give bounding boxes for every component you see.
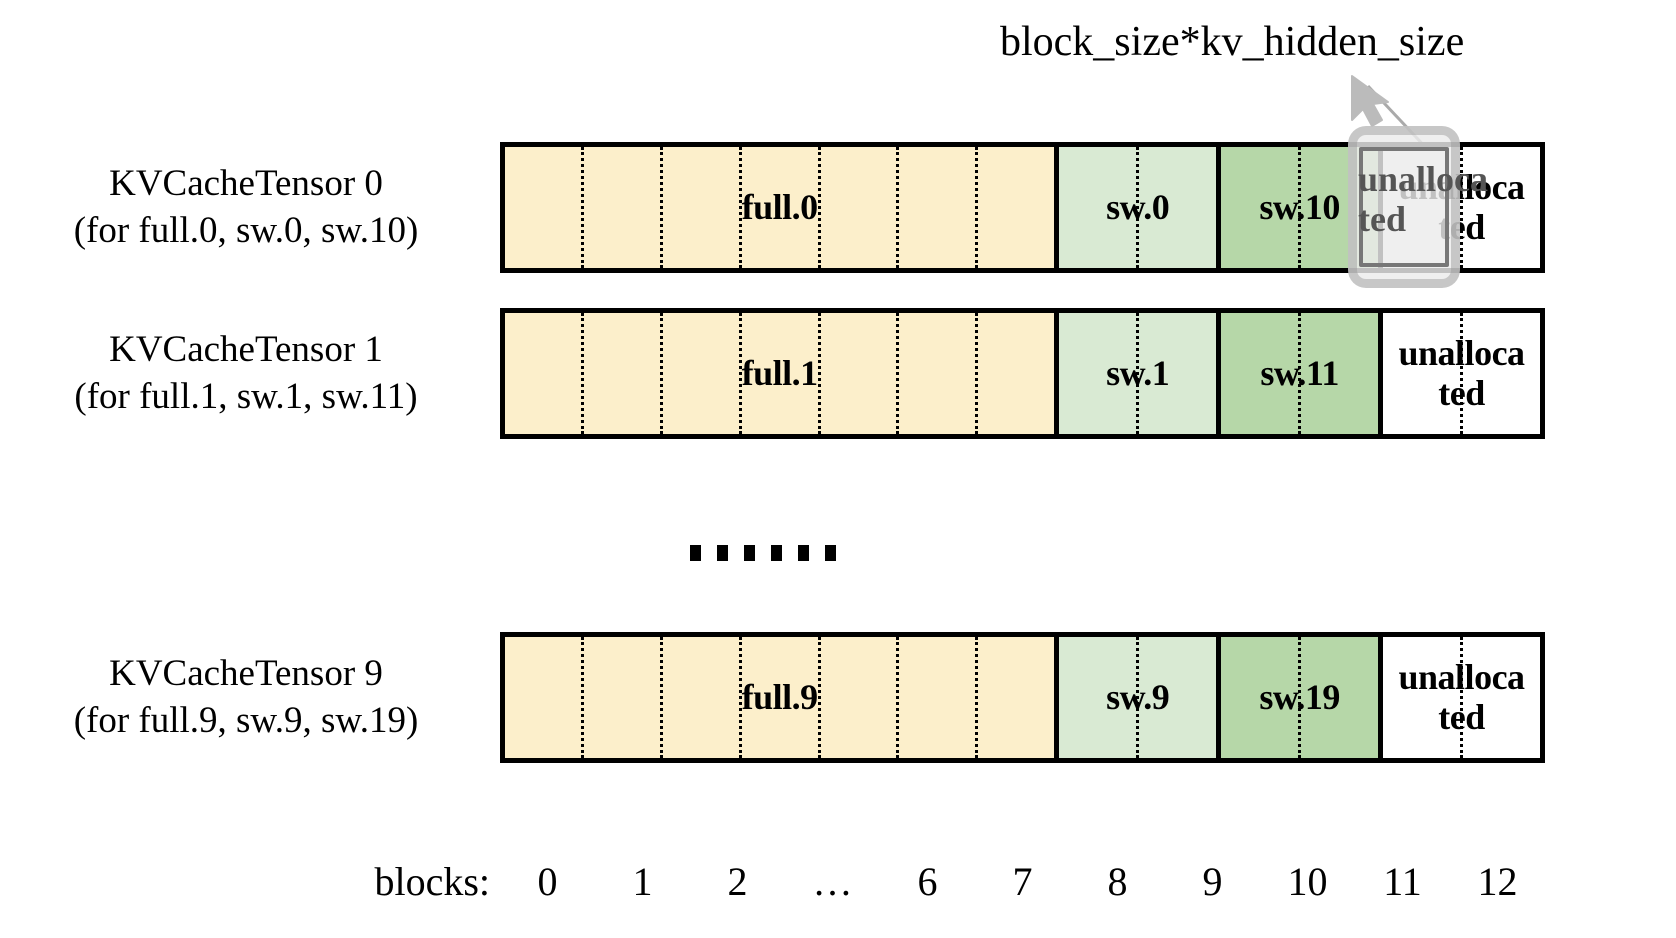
row-label-kvcachetensor-9: KVCacheTensor 9 (for full.9, sw.9, sw.19…	[0, 650, 492, 745]
segment-label: sw.10	[1259, 186, 1340, 227]
row-label-line1: KVCacheTensor 0	[109, 163, 383, 204]
segment-label: sw.11	[1260, 352, 1339, 393]
blocks-axis: blocks: 0 1 2 … 6 7 8 9 10 11 12	[0, 858, 1676, 920]
row-label-line2: (for full.9, sw.9, sw.19)	[73, 700, 419, 742]
axis-tick-list: 0 1 2 … 6 7 8 9 10 11 12	[500, 858, 1545, 905]
row-label-line2: (for full.0, sw.0, sw.10)	[73, 210, 419, 252]
segment-unallocated-1[interactable]: unalloca ted	[1383, 313, 1540, 434]
axis-tick: 0	[537, 859, 558, 904]
segment-unallocated-9[interactable]: unalloca ted	[1383, 637, 1540, 758]
row-label-line1: KVCacheTensor 9	[109, 653, 383, 694]
tensor-bar-9: full.9 sw.9 sw.19 unalloca ted	[500, 632, 1545, 763]
segment-label: full.1	[741, 352, 819, 393]
axis-tick: …	[812, 859, 853, 904]
axis-tick: 8	[1107, 859, 1128, 904]
segment-label: sw.9	[1106, 676, 1170, 717]
segment-label: unalloca ted	[1398, 332, 1526, 413]
axis-tick: 7	[1012, 859, 1033, 904]
ellipsis-dot	[825, 545, 836, 561]
axis-tick: 12	[1477, 859, 1518, 904]
segment-sw-9[interactable]: sw.9	[1059, 637, 1222, 758]
segment-sw-1[interactable]: sw.1	[1059, 313, 1222, 434]
segment-full-0[interactable]: full.0	[505, 147, 1060, 268]
axis-tick: 10	[1287, 859, 1328, 904]
ellipsis-dot	[744, 545, 755, 561]
row-label-line2: (for full.1, sw.1, sw.11)	[74, 376, 418, 418]
segment-full-9[interactable]: full.9	[505, 637, 1060, 758]
segment-label: sw.1	[1106, 352, 1170, 393]
axis-tick: 11	[1383, 859, 1422, 904]
row-label-kvcachetensor-1: KVCacheTensor 1 (for full.1, sw.1, sw.11…	[0, 326, 492, 421]
annotation-block-size-label: block_size*kv_hidden_size	[1000, 19, 1465, 65]
row-label-kvcachetensor-0: KVCacheTensor 0 (for full.0, sw.0, sw.10…	[0, 160, 492, 255]
tensor-bar-1: full.1 sw.1 sw.11 unalloca ted	[500, 308, 1545, 439]
segment-sw-11[interactable]: sw.11	[1221, 313, 1384, 434]
axis-title: blocks:	[374, 859, 490, 904]
row-label-line1: KVCacheTensor 1	[109, 329, 383, 370]
segment-label: full.0	[741, 186, 819, 227]
axis-tick: 9	[1202, 859, 1223, 904]
highlight-box-unallocated[interactable]	[1348, 126, 1460, 288]
segment-label: sw.0	[1106, 186, 1170, 227]
ellipsis-dot	[771, 545, 782, 561]
axis-tick: 1	[632, 859, 653, 904]
segment-label: full.9	[741, 676, 819, 717]
ellipsis-dot	[798, 545, 809, 561]
segment-label: sw.19	[1259, 676, 1340, 717]
ellipsis-dot	[690, 545, 701, 561]
segment-sw-19[interactable]: sw.19	[1221, 637, 1384, 758]
axis-tick: 2	[727, 859, 748, 904]
rows-ellipsis	[690, 545, 836, 561]
segment-label: unalloca ted	[1398, 656, 1526, 737]
ellipsis-dot	[717, 545, 728, 561]
segment-sw-0[interactable]: sw.0	[1059, 147, 1222, 268]
segment-full-1[interactable]: full.1	[505, 313, 1060, 434]
axis-tick: 6	[917, 859, 938, 904]
